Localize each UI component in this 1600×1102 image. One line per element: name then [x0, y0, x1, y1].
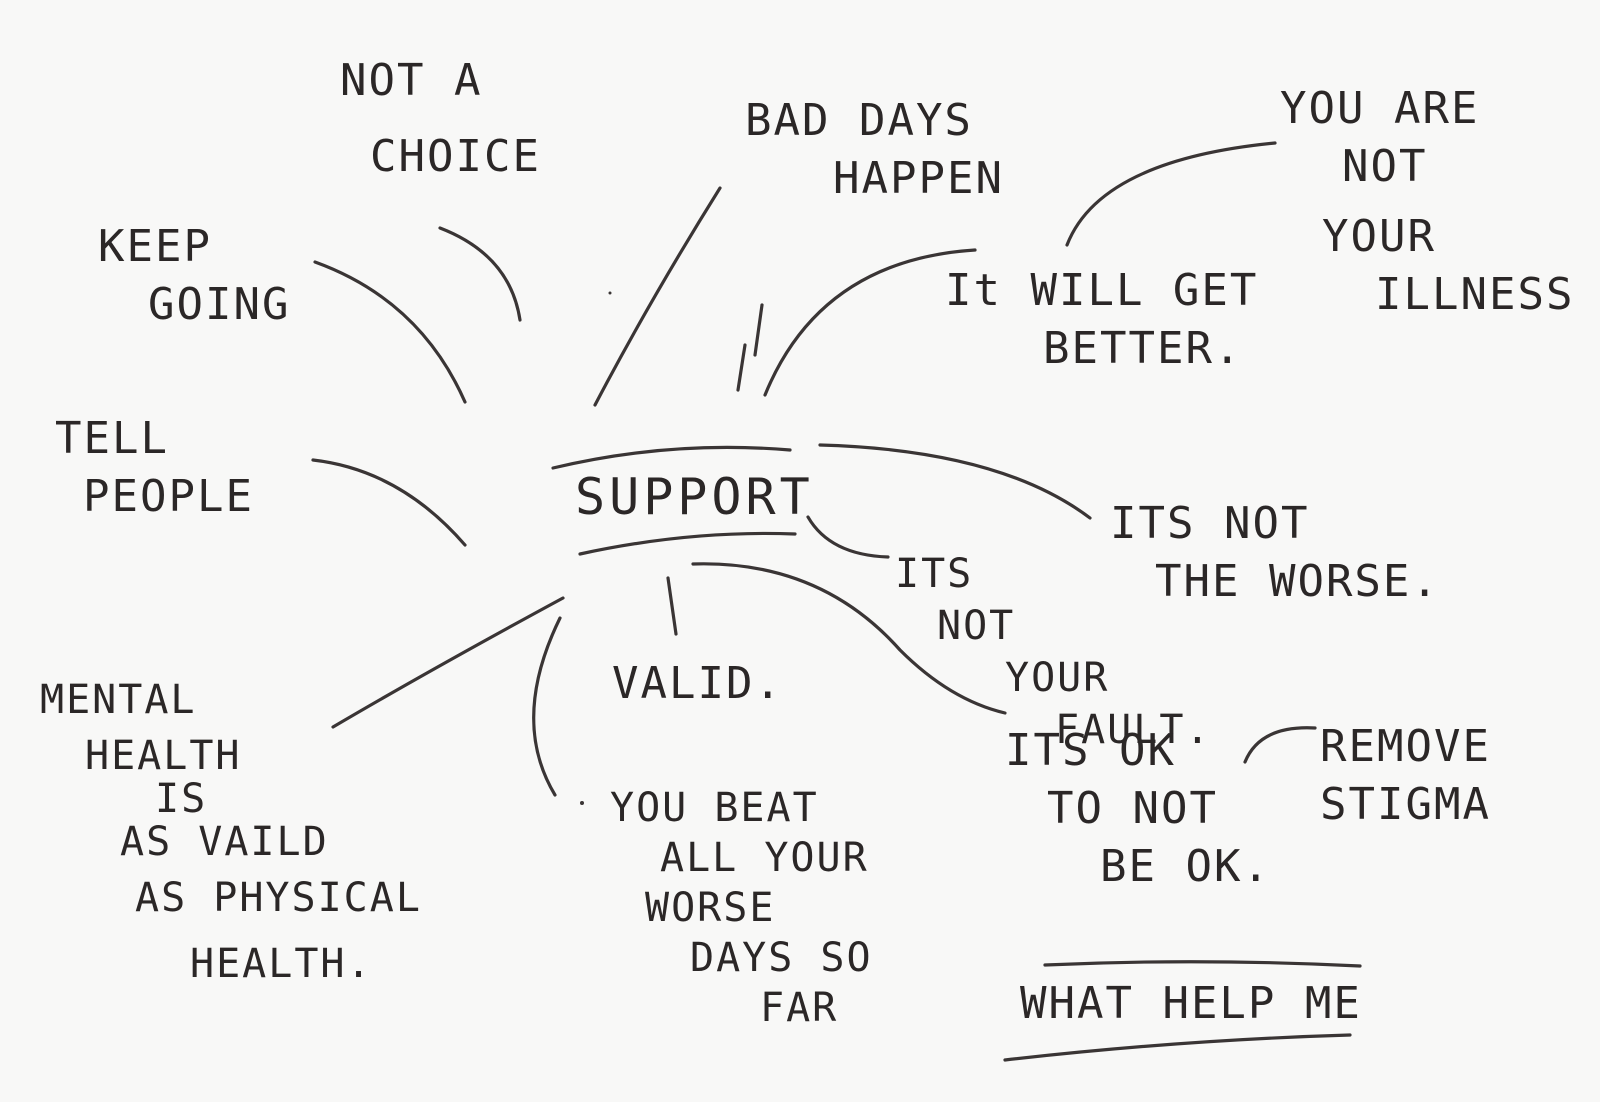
node-not-a-choice: NOT A CHOICE: [340, 55, 541, 182]
center-label: SUPPORT: [575, 468, 814, 526]
connector-its-ok: [691, 562, 1007, 715]
caption-underline: [1003, 1033, 1352, 1062]
node-its-not-the-worse: ITS NOT THE WORSE.: [1110, 498, 1440, 607]
connector-bad-days: [593, 186, 722, 407]
connector-mark-2: [736, 343, 747, 392]
connector-tell-people: [311, 458, 467, 547]
connector-remove-stigma: [1243, 726, 1317, 764]
connector-mark: [753, 303, 764, 357]
connector-not-a-choice: [438, 226, 522, 322]
node-mental-health: MENTAL HEALTH IS AS VAILD AS PHYSICAL HE…: [40, 677, 422, 987]
node-valid: VALID.: [612, 658, 783, 709]
node-its-ok-to-not-be-ok: ITS OK TO NOT BE OK.: [1005, 725, 1271, 892]
node-it-will-get-better: It WILL GET BETTER.: [945, 265, 1259, 374]
node-you-beat: YOU BEAT ALL YOUR WORSE DAYS SO FAR: [610, 785, 873, 1031]
center-underline: [578, 531, 797, 556]
node-bad-days-happen: BAD DAYS HAPPEN: [745, 95, 1004, 204]
node-you-are-not-your-illness: YOU ARE NOT YOUR ILLNESS: [1280, 83, 1575, 320]
connector-its-not-your-fault: [806, 515, 890, 559]
connector-it-will-get-better: [763, 248, 977, 397]
caption-overline: [1043, 960, 1362, 968]
connector-valid: [666, 576, 678, 636]
node-tell-people: TELL PEOPLE: [55, 413, 254, 522]
connector-mental-health: [331, 596, 565, 729]
connector-you-beat: [532, 616, 562, 797]
node-its-not-your-fault: ITS NOT YOUR FAULT.: [895, 551, 1212, 753]
node-remove-stigma: REMOVE STIGMA: [1320, 721, 1491, 830]
connector-you-are-not: [1065, 141, 1277, 247]
caption-what-help-me: WHAT HELP ME: [1020, 978, 1362, 1029]
connector-its-not-the-worse: [818, 443, 1092, 520]
center-overline: [551, 445, 792, 470]
node-keep-going: KEEP GOING: [98, 221, 291, 330]
connector-keep-going: [313, 260, 467, 404]
